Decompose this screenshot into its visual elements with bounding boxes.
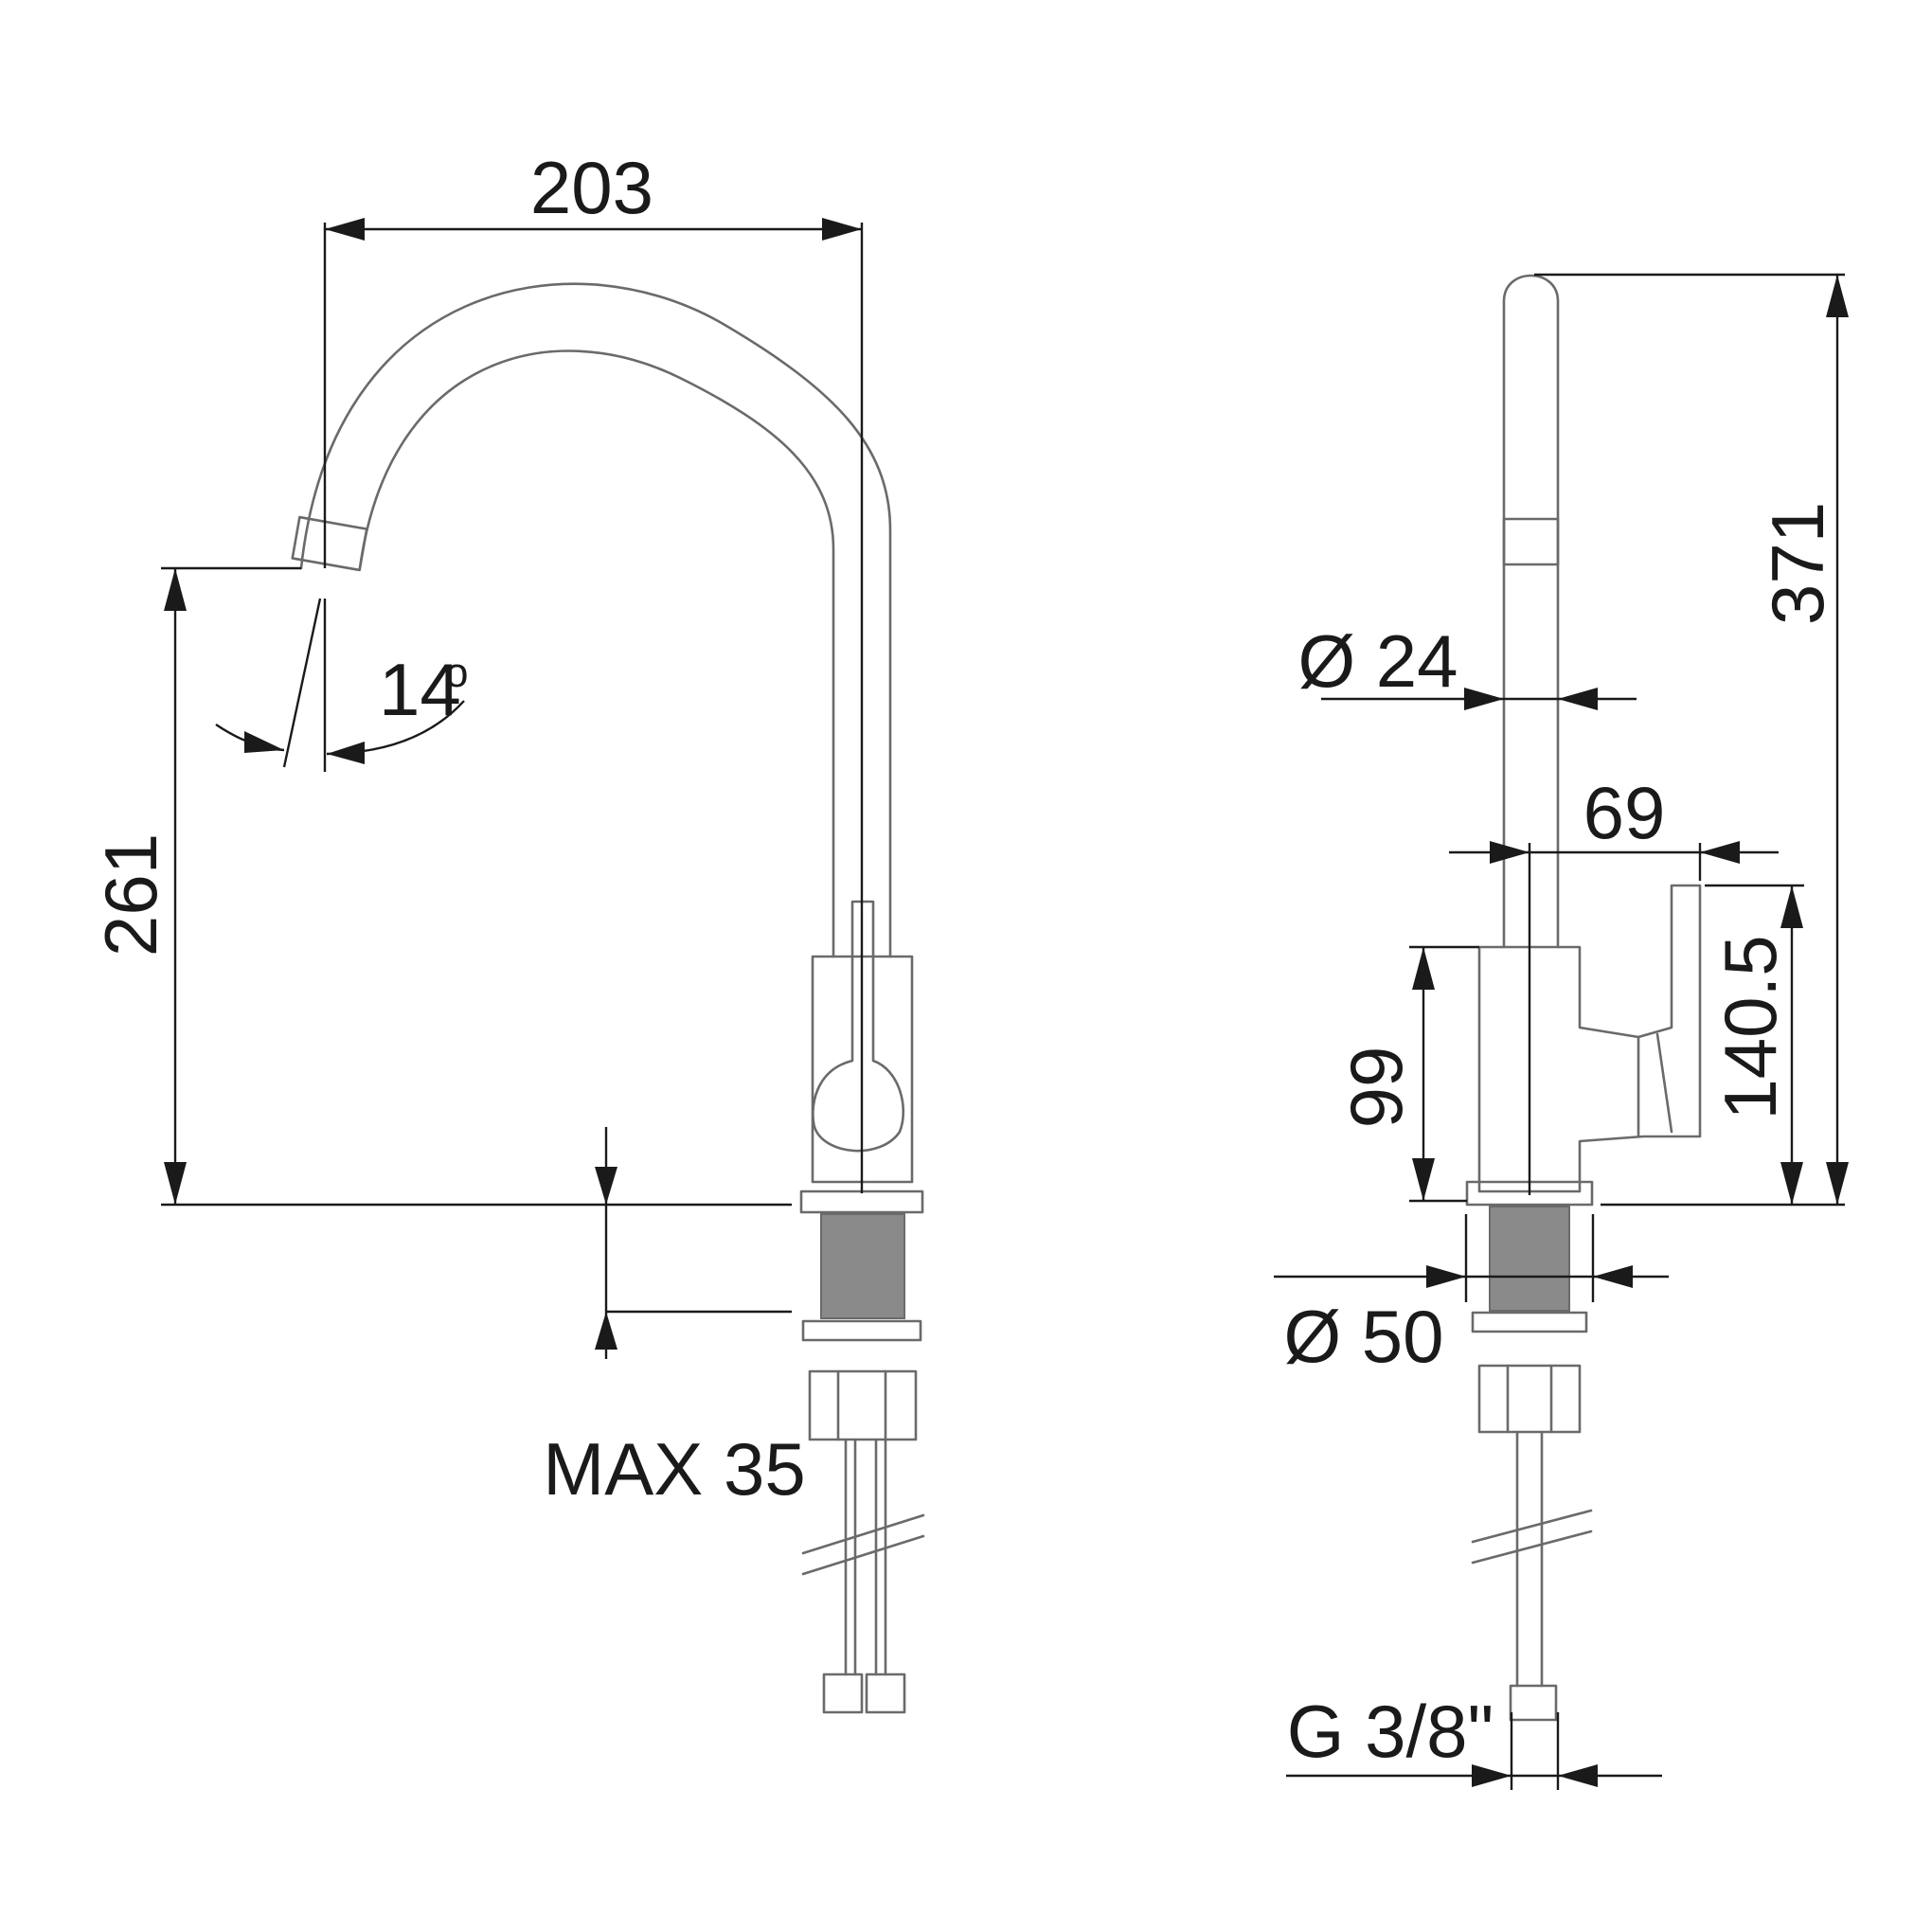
thread-shank-front xyxy=(1489,1206,1570,1312)
aerator-front xyxy=(1502,517,1560,566)
arrowhead xyxy=(1558,688,1598,710)
arrowhead xyxy=(164,568,187,611)
arrowhead xyxy=(1826,1162,1849,1205)
hose-fitting xyxy=(822,1673,864,1714)
base-flange xyxy=(799,1190,924,1214)
spout-inner xyxy=(358,349,835,958)
arrowhead xyxy=(1472,1764,1512,1787)
arrowhead xyxy=(327,742,365,764)
arrowhead xyxy=(1780,886,1803,928)
arrowhead xyxy=(1412,947,1435,990)
hose-fitting-front xyxy=(1509,1684,1558,1722)
fixing-nut-front xyxy=(1477,1364,1582,1434)
spout-outer xyxy=(299,282,892,958)
spout-column xyxy=(1502,274,1560,949)
arrowhead xyxy=(595,1312,617,1350)
dim-tilt-angle: 14 xyxy=(379,648,461,731)
thread-shank xyxy=(820,1213,905,1319)
arrowhead xyxy=(325,218,365,241)
fixing-nut xyxy=(808,1369,918,1441)
dim-spout-height: 261 xyxy=(89,833,172,957)
arrowhead xyxy=(1593,1265,1633,1288)
arrowhead xyxy=(1426,1265,1466,1288)
dim-handle-offset: 69 xyxy=(1583,771,1666,854)
arrowhead xyxy=(244,731,284,753)
washer xyxy=(801,1319,922,1342)
arrowhead xyxy=(1412,1158,1435,1201)
hose-fitting xyxy=(865,1673,906,1714)
arrowhead xyxy=(595,1167,617,1205)
arrowhead xyxy=(1826,275,1849,317)
arrowhead xyxy=(164,1162,187,1205)
front-view: 371 Ø 24 69 99 140.5 Ø 50 xyxy=(1274,273,1849,1790)
faucet-body-front xyxy=(1477,884,1702,1193)
dim-spout-diameter: Ø 24 xyxy=(1297,619,1458,703)
lever-handle xyxy=(812,900,904,1153)
arrowhead xyxy=(1700,841,1740,864)
side-view: 203 261 14 o MAX 35 xyxy=(89,146,925,1714)
dim-max-thickness: MAX 35 xyxy=(543,1427,805,1511)
dim-spout-reach: 203 xyxy=(530,146,653,229)
dim-tilt-degree: o xyxy=(445,650,468,696)
arrowhead xyxy=(1558,1764,1598,1787)
dim-total-height: 371 xyxy=(1756,502,1839,625)
arrowhead xyxy=(1780,1162,1803,1205)
dim-base-diameter: Ø 50 xyxy=(1283,1295,1443,1378)
dim-body-height: 99 xyxy=(1334,1046,1418,1129)
arrowhead xyxy=(1464,688,1504,710)
dim-connection: G 3/8" xyxy=(1287,1690,1494,1773)
dim-handle-height: 140.5 xyxy=(1708,935,1792,1119)
arrowhead xyxy=(1490,841,1530,864)
washer-front xyxy=(1471,1311,1588,1333)
arrowhead xyxy=(822,218,862,241)
